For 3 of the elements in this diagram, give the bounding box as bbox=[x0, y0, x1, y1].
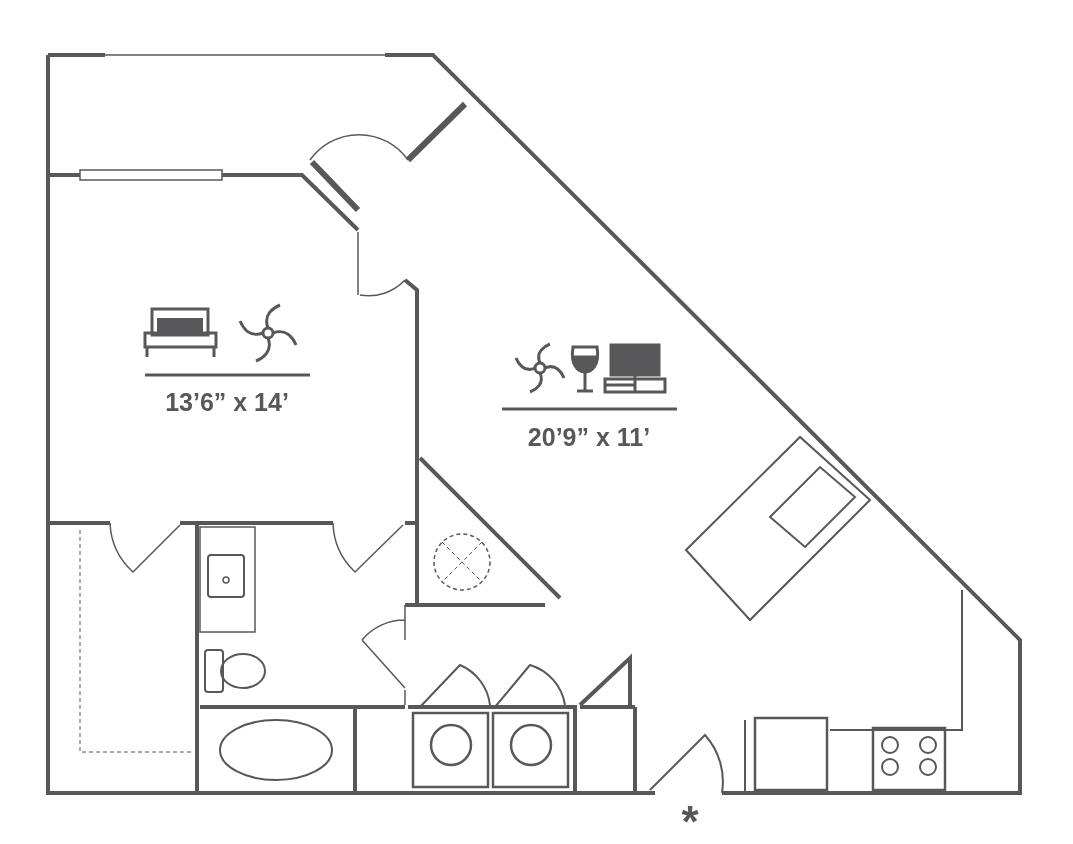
room-dimension: 20’9” x 11’ bbox=[527, 423, 651, 452]
entry-marker: * bbox=[681, 800, 699, 844]
room-dimension: 13’6” x 14’ bbox=[165, 388, 289, 417]
